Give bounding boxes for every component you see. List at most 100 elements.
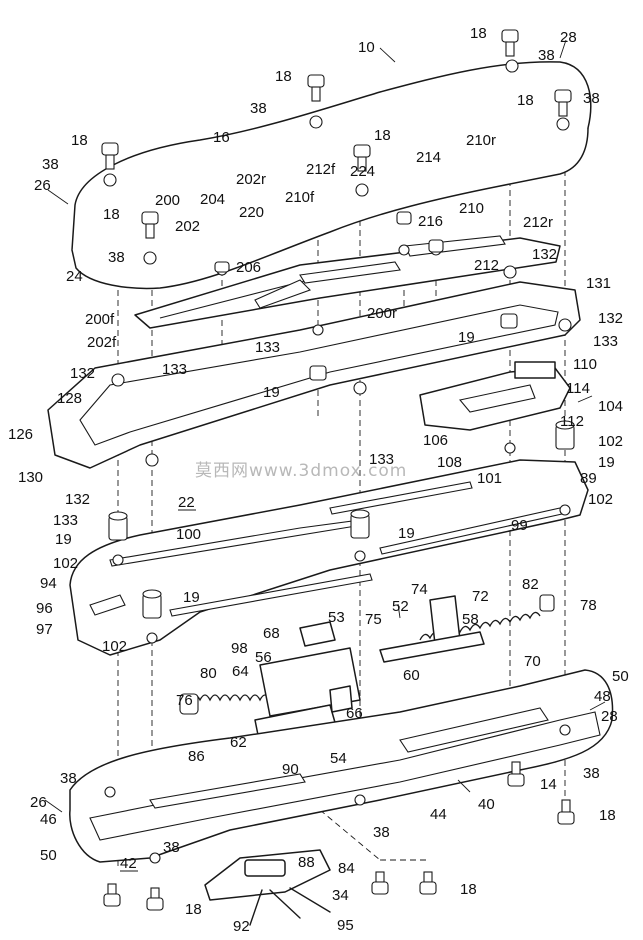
ref-label-l18f: 18: [103, 206, 120, 223]
ref-label-l214: 214: [416, 149, 441, 166]
top-handle-scale-16: [71, 59, 592, 290]
ref-label-l102d: 102: [102, 638, 127, 655]
direction-arrows: [44, 39, 606, 813]
ref-label-l18g: 18: [599, 807, 616, 824]
ref-label-l212f: 212f: [306, 161, 336, 178]
ref-label-l80: 80: [200, 665, 217, 682]
ref-label-l210f: 210f: [285, 189, 315, 206]
ref-label-l130: 130: [18, 469, 43, 486]
watermark-text: 莫西网www.3dmox.com: [195, 461, 407, 481]
ref-label-l38c: 38: [250, 100, 267, 117]
ref-label-l38d: 38: [42, 156, 59, 173]
ref-label-l28a: 28: [560, 29, 577, 46]
ref-label-l84: 84: [338, 860, 355, 877]
ref-label-l86: 86: [188, 748, 205, 765]
ref-label-l70: 70: [524, 653, 541, 670]
ref-label-l128: 128: [57, 390, 82, 407]
ref-label-l82: 82: [522, 576, 539, 593]
ref-label-l19e: 19: [398, 525, 415, 542]
ref-label-l38a: 38: [538, 47, 555, 64]
ref-label-l99: 99: [511, 517, 528, 534]
bottom-handle-scale-14: [69, 669, 614, 864]
ref-label-l95: 95: [337, 917, 354, 934]
ref-label-l132b: 132: [598, 310, 623, 327]
ref-label-l200: 200: [155, 192, 180, 209]
ref-label-l19f: 19: [183, 589, 200, 606]
ref-label-l133e: 133: [53, 512, 78, 529]
ref-label-l114: 114: [566, 380, 590, 397]
ref-label-l212: 212: [474, 257, 499, 274]
screws-18: [101, 29, 575, 911]
ref-label-l210r: 210r: [466, 132, 496, 149]
ref-label-l18h: 18: [460, 881, 477, 898]
ref-label-l38e: 38: [108, 249, 125, 266]
ref-label-l14: 14: [540, 776, 557, 793]
ref-label-l44: 44: [430, 806, 447, 823]
ref-label-l38i: 38: [163, 839, 180, 856]
ref-label-l75: 75: [365, 611, 382, 628]
ref-label-l19b: 19: [263, 384, 280, 401]
ref-label-l24: 24: [66, 268, 83, 285]
ref-label-l204: 204: [200, 191, 225, 208]
lock-plate-104: [419, 361, 571, 431]
ref-label-l34: 34: [332, 887, 349, 904]
ref-label-l106: 106: [423, 432, 448, 449]
ref-label-l42: 42: [120, 855, 137, 872]
ref-label-l74: 74: [411, 581, 428, 598]
ref-label-l97: 97: [36, 621, 53, 638]
ref-label-l88: 88: [298, 854, 315, 871]
ref-label-l38b: 38: [583, 90, 600, 107]
ref-label-l52: 52: [392, 598, 409, 615]
ref-label-l104: 104: [598, 398, 623, 415]
ref-label-l108: 108: [437, 454, 462, 471]
ref-label-l19c: 19: [598, 454, 615, 471]
ref-label-l224: 224: [350, 163, 375, 180]
ref-label-l18e: 18: [71, 132, 88, 149]
ref-label-l216: 216: [418, 213, 443, 230]
ref-label-l50a: 50: [612, 668, 629, 685]
ref-label-l62: 62: [230, 734, 247, 751]
ref-label-l94: 94: [40, 575, 57, 592]
ref-label-l90: 90: [282, 761, 299, 778]
ref-label-l54: 54: [330, 750, 347, 767]
ref-label-l98: 98: [231, 640, 248, 657]
ref-label-l50b: 50: [40, 847, 57, 864]
ref-label-l72: 72: [472, 588, 489, 605]
ref-label-l78: 78: [580, 597, 597, 614]
ref-label-l38f: 38: [583, 765, 600, 782]
ref-label-l26b: 26: [30, 794, 47, 811]
ref-label-l22: 22: [178, 494, 195, 511]
ref-label-l18a: 18: [470, 25, 487, 42]
spacer-posts-19: [108, 313, 575, 619]
ref-label-l76: 76: [176, 692, 193, 709]
ref-label-l18c: 18: [517, 92, 534, 109]
ref-label-l220: 220: [239, 204, 264, 221]
ref-label-l126: 126: [8, 426, 33, 443]
ref-label-l112: 112: [560, 413, 584, 430]
ref-label-l133b: 133: [255, 339, 280, 356]
ref-label-l210: 210: [459, 200, 484, 217]
ref-label-l202f: 202f: [87, 334, 117, 351]
ref-label-l101: 101: [477, 470, 502, 487]
ref-label-l16: 16: [213, 129, 230, 146]
ref-label-l64: 64: [232, 663, 249, 680]
ref-label-l133a: 133: [593, 333, 618, 350]
ref-label-l102a: 102: [598, 433, 623, 450]
ref-label-l18i: 18: [185, 901, 202, 918]
ref-label-l212r: 212r: [523, 214, 553, 231]
ref-label-l92: 92: [233, 918, 250, 935]
ref-label-l96: 96: [36, 600, 53, 617]
middle-liner-94: [69, 442, 589, 656]
ref-label-l131: 131: [586, 275, 611, 292]
ref-label-l133d: 133: [369, 451, 394, 468]
ref-label-l132d: 132: [65, 491, 90, 508]
ref-label-l18d: 18: [374, 127, 391, 144]
ref-label-l102c: 102: [53, 555, 78, 572]
ref-label-l133c: 133: [162, 361, 187, 378]
ref-label-l132a: 132: [532, 246, 557, 263]
ref-label-l40: 40: [478, 796, 495, 813]
ref-label-l200r: 200r: [367, 305, 397, 322]
